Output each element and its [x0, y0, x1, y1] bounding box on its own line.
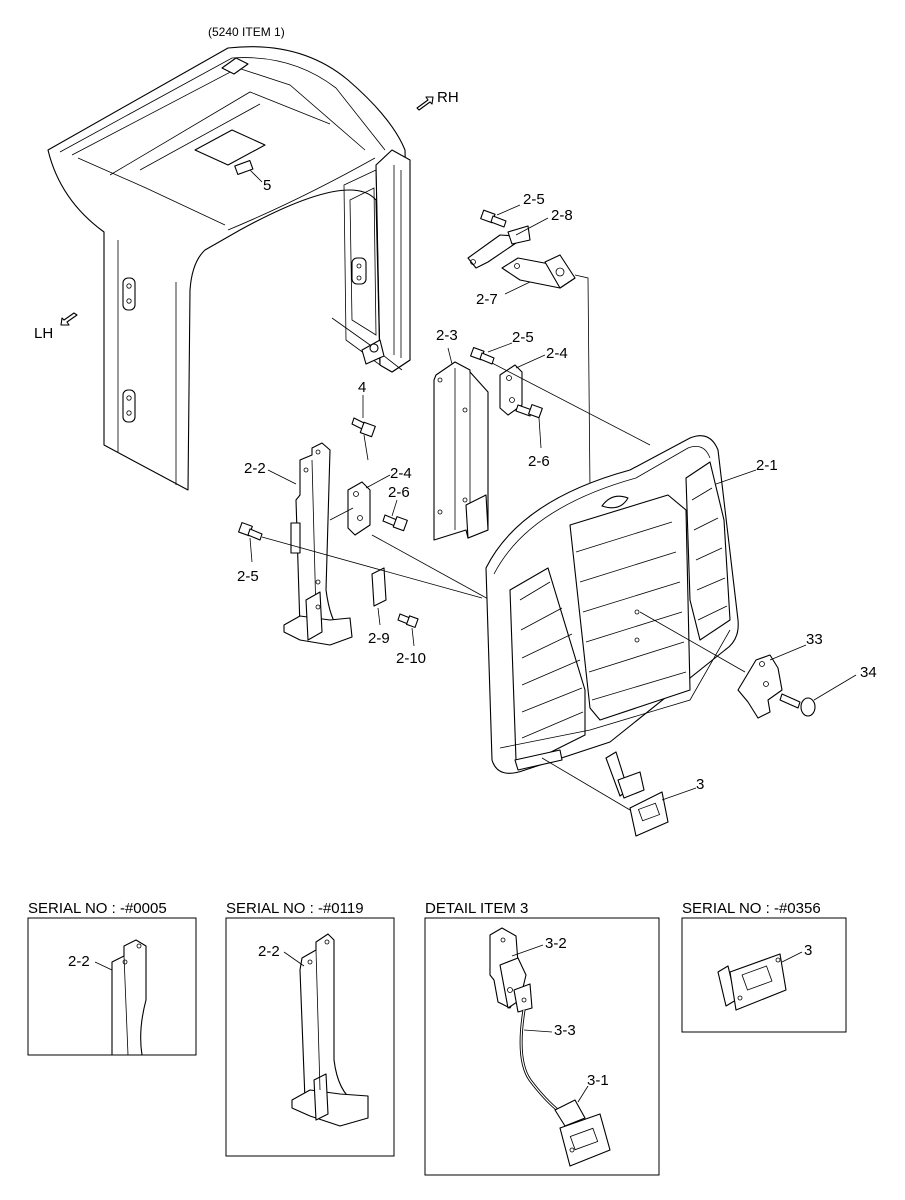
plate-2-9	[371, 567, 387, 607]
detail-1-bracket	[111, 939, 147, 1056]
callout-2-2: 2-2	[244, 460, 266, 477]
reference-label: (5240 ITEM 1)	[208, 25, 285, 39]
detail-1-callout-2-2: 2-2	[68, 953, 90, 970]
detail-1-title: SERIAL NO : -#0005	[28, 900, 167, 917]
bolt-2-5-top	[480, 209, 507, 228]
bolt-2-5-left	[238, 522, 263, 541]
detail-3-handle-3-1	[554, 1099, 611, 1167]
lh-label: LH	[34, 325, 53, 342]
support-bracket-2-3	[433, 361, 489, 541]
callout-2-6-left: 2-6	[388, 484, 410, 501]
bolt-2-10	[397, 613, 419, 628]
detail-3-title: DETAIL ITEM 3	[425, 900, 528, 917]
front-grille-2-1	[485, 435, 739, 774]
callout-2-5-middle: 2-5	[512, 329, 534, 346]
callout-34: 34	[860, 664, 877, 681]
rh-arrow-icon	[416, 96, 434, 111]
callout-2-8: 2-8	[551, 207, 573, 224]
plate-33	[737, 654, 783, 719]
callout-2-4-left: 2-4	[390, 465, 412, 482]
callout-2-5-top: 2-5	[523, 191, 545, 208]
detail-box-item-3	[424, 917, 660, 1176]
detail-4-latch-3	[717, 953, 787, 1011]
callout-2-10: 2-10	[396, 650, 426, 667]
detail-4-callout-3: 3	[804, 942, 812, 959]
latch-3	[605, 751, 669, 837]
callout-2-4-right: 2-4	[546, 345, 568, 362]
plate-2-4-right	[499, 364, 523, 416]
detail-3-latch-3-2	[489, 927, 533, 1013]
bolt-2-6-right	[515, 404, 543, 419]
callout-2-6-right: 2-6	[528, 453, 550, 470]
callout-2-9: 2-9	[368, 630, 390, 647]
callout-3: 3	[696, 776, 704, 793]
support-bracket-2-2	[283, 442, 353, 646]
detail-2-bracket	[291, 933, 369, 1127]
callout-5: 5	[263, 177, 271, 194]
bolt-34	[779, 693, 816, 717]
detail-2-callout-2-2: 2-2	[258, 943, 280, 960]
detail-2-title: SERIAL NO : -#0119	[226, 900, 364, 917]
bolt-4	[351, 417, 376, 438]
plate-2-4-left	[347, 481, 371, 536]
bracket-2-7	[501, 254, 576, 289]
detail-3-callout-3-3: 3-3	[554, 1022, 576, 1039]
callout-2-1: 2-1	[756, 457, 778, 474]
detail-4-title: SERIAL NO : -#0356	[682, 900, 821, 917]
callout-4: 4	[358, 379, 366, 396]
detail-3-callout-3-1: 3-1	[587, 1072, 609, 1089]
detail-3-callout-3-2: 3-2	[545, 935, 567, 952]
lh-arrow-icon	[60, 312, 78, 326]
rh-label: RH	[437, 89, 459, 106]
callout-2-5-left: 2-5	[237, 568, 259, 585]
callout-2-3: 2-3	[436, 327, 458, 344]
callout-33: 33	[806, 631, 823, 648]
bolt-2-6-left	[382, 514, 408, 532]
detail-3-cable-3-3	[519, 1009, 561, 1114]
bolt-2-5-middle	[470, 346, 495, 365]
canopy-hood	[47, 46, 411, 491]
callout-2-7: 2-7	[476, 291, 498, 308]
